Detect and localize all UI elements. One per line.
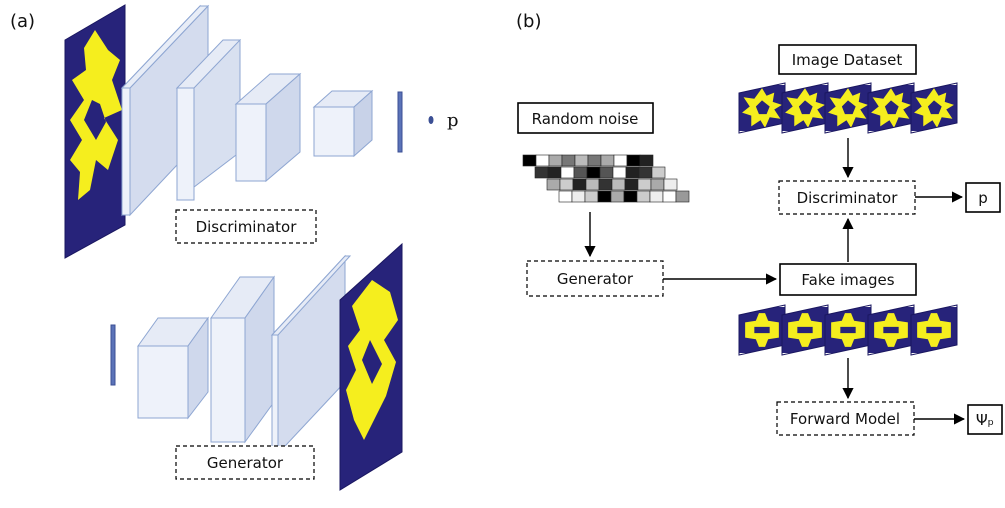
fake-images-strip [738,304,958,356]
noise-cell [587,154,602,167]
discriminator-label: Discriminator [196,218,298,236]
noise-cell [535,154,550,167]
panel-a-label: (a) [10,11,35,32]
image-dataset-label: Image Dataset [792,51,903,69]
forward-model-box [776,401,915,436]
noise-cell [597,190,612,203]
noise-cell [624,178,639,191]
output-p-symbol: p [447,110,459,131]
noise-cell [662,190,677,203]
noise-cell [649,190,664,203]
fake-images-label: Fake images [801,271,894,289]
discriminator-box [778,180,916,215]
psi-output-box [967,404,1003,435]
dataset-images [738,82,958,134]
noise-cell [574,154,589,167]
gen-layer-2 [210,275,275,444]
noise-cell [534,166,549,179]
noise-cell [547,166,562,179]
noise-cell [522,154,537,167]
noise-cell [558,190,573,203]
noise-cell [586,166,601,179]
noise-cell [663,178,678,191]
noise-cell [651,166,666,179]
disc-layer-3 [234,72,302,183]
noise-cell [625,166,640,179]
noise-cell [626,154,641,167]
noise-cell [572,178,587,191]
noise-cell [650,178,665,191]
noise-cell [585,178,600,191]
noise-cell [623,190,638,203]
gen-layer-1 [137,316,209,420]
noise-cell [573,166,588,179]
noise-cell [560,166,575,179]
generator-label: Generator [207,454,284,472]
output-node [428,116,434,124]
noise-cell [611,178,626,191]
p-output-label: p [978,189,988,207]
noise-cell [546,178,561,191]
noise-cell [548,154,563,167]
fake-image-edge [910,304,958,356]
noise-cell [559,178,574,191]
noise-cell [639,154,654,167]
noise-cell [571,190,586,203]
image-dataset-box [778,44,917,75]
noise-cell [613,154,628,167]
noise-cell [600,154,615,167]
noise-cell [638,166,653,179]
random-noise-box [517,102,654,134]
generator-box [526,260,664,297]
disc-layer-1 [120,4,210,217]
noise-cell [636,190,651,203]
generator-box-label: Generator [557,270,634,288]
disc-vector-layer [397,91,403,153]
noise-vectors [522,154,690,203]
noise-cell [610,190,625,203]
forward-model-label: Forward Model [790,410,900,428]
input-pattern-image [64,4,126,259]
noise-cell [561,154,576,167]
noise-cell [675,190,690,203]
fake-images-box [779,263,917,296]
gen-layer-3 [270,254,352,462]
generator-network: Generator [110,242,403,491]
random-noise-label: Random noise [532,110,639,128]
noise-cell [599,166,614,179]
gen-vector-layer [110,324,116,386]
noise-cell [598,178,613,191]
discriminator-network: p Discriminator [64,4,459,259]
psi-output-label: Ψₚ [976,411,994,429]
generated-pattern-image [339,242,403,491]
dataset-image-edge [910,82,958,134]
noise-cell [612,166,627,179]
panel-b-label: (b) [516,11,541,32]
p-output-box [965,182,1001,213]
disc-layer-4 [312,89,374,158]
noise-cell [637,178,652,191]
generator-label-box [175,445,315,480]
discriminator-box-label: Discriminator [797,189,899,207]
noise-cell [584,190,599,203]
discriminator-label-box [175,209,317,244]
